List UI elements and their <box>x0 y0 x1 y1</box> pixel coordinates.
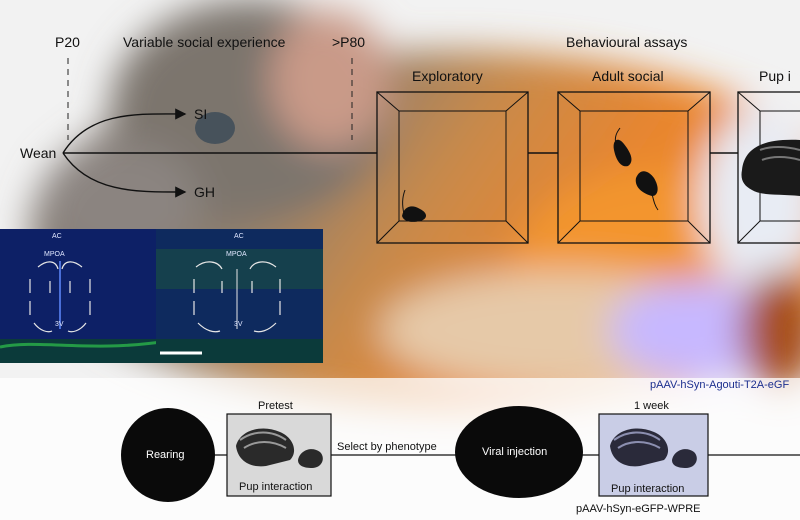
3v-label-left: 3V <box>55 321 64 328</box>
rearing-circle <box>121 408 215 502</box>
rearing-label: Rearing <box>146 449 185 461</box>
ac-label-right: AC <box>234 233 244 240</box>
3v-label-right: 3V <box>234 321 243 328</box>
pup-interaction-partial-label: Pup i <box>759 68 791 84</box>
adult-social-arena <box>557 91 711 244</box>
wean-label: Wean <box>20 145 57 161</box>
gh-arrow <box>62 152 187 198</box>
si-label: SI <box>194 106 208 122</box>
pretest-label: Pretest <box>258 400 293 412</box>
pretest-box <box>226 413 332 497</box>
mpoa-label-left: MPOA <box>44 251 65 258</box>
one-week-box <box>598 413 709 497</box>
p80-label: >P80 <box>332 34 366 50</box>
egfp-construct-label: pAAV-hSyn-eGFP-WPRE <box>576 503 701 515</box>
si-arrow <box>62 108 187 154</box>
pup-interaction-label-2: Pup interaction <box>611 483 685 495</box>
p20-label: P20 <box>55 34 80 50</box>
gh-label: GH <box>194 184 215 200</box>
pup-interaction-label-1: Pup interaction <box>239 481 313 493</box>
exploratory-arena <box>376 91 529 244</box>
agouti-construct-label: pAAV-hSyn-Agouti-T2A-eGF <box>650 379 790 391</box>
one-week-label: 1 week <box>634 400 669 412</box>
mpoa-label-right: MPOA <box>226 251 247 258</box>
ac-label-left: AC <box>52 233 62 240</box>
viral-injection-oval <box>455 406 583 498</box>
viral-injection-label: Viral injection <box>482 446 548 458</box>
select-by-phenotype-label: Select by phenotype <box>337 441 437 453</box>
variable-experience-label: Variable social experience <box>123 34 286 50</box>
adult-social-label: Adult social <box>592 68 664 84</box>
pup-arena-partial <box>737 91 800 244</box>
behavioural-assays-label: Behavioural assays <box>566 34 688 50</box>
micrograph-left: AC MPOA 3V <box>0 229 168 363</box>
micrograph-right: AC MPOA 3V <box>156 229 323 363</box>
exploratory-label: Exploratory <box>412 68 483 84</box>
